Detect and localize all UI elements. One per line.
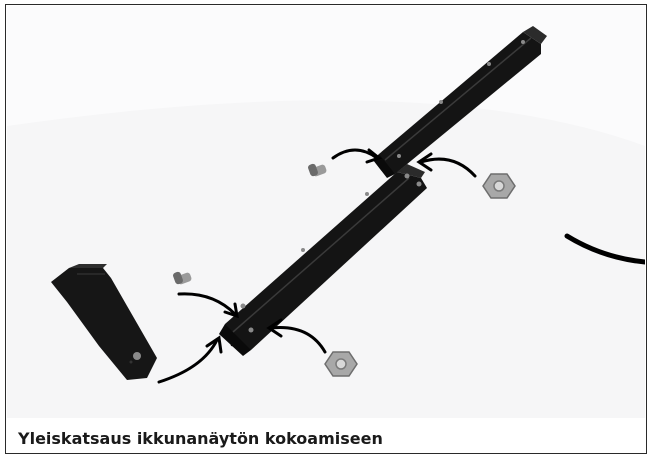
screw-left [172, 271, 192, 285]
screw-top [307, 163, 327, 177]
assembly-drawing [7, 6, 645, 418]
arrow-mid-left [179, 294, 237, 316]
figure-frame: Yleiskatsaus ikkunanäytön kokoamiseen [5, 4, 647, 454]
background-highlight [7, 6, 645, 146]
assembly-illustration [7, 6, 645, 418]
corner-bracket [51, 264, 157, 380]
right-edge-stroke [567, 236, 645, 262]
arrow-top-left [333, 150, 379, 162]
nut-upper [483, 174, 515, 198]
nut-lower [325, 352, 357, 376]
lower-rail [219, 164, 427, 356]
arrow-bottom-left [159, 338, 221, 382]
arrow-top-right [419, 154, 475, 176]
figure-caption: Yleiskatsaus ikkunanäytön kokoamiseen [18, 429, 383, 448]
